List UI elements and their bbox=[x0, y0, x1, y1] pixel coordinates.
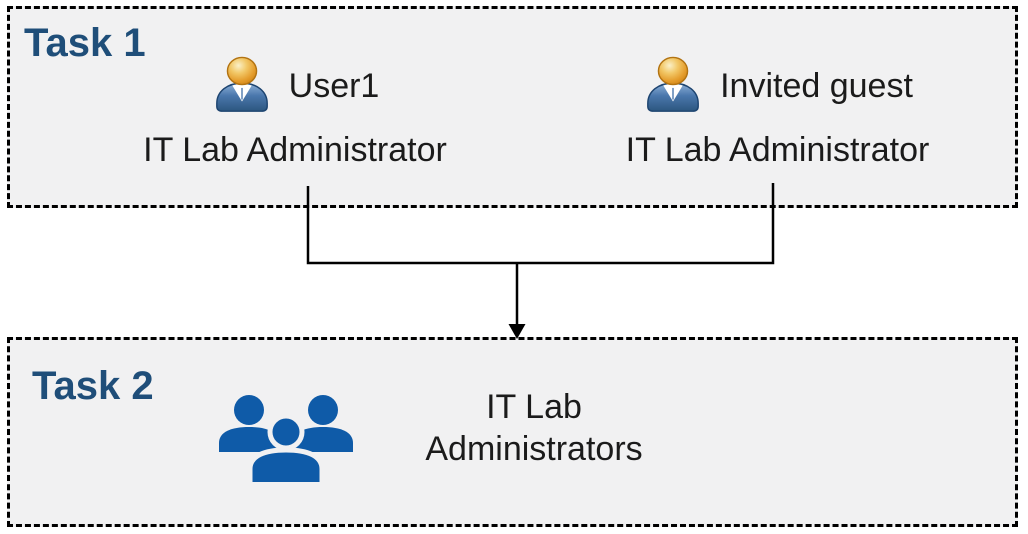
member-role: IT Lab Administrator bbox=[143, 131, 447, 169]
member-role: IT Lab Administrator bbox=[625, 131, 930, 169]
group-name: IT Lab Administrators bbox=[374, 386, 694, 470]
group-name-line1: IT Lab bbox=[486, 388, 582, 426]
member-invited-guest-row: Invited guest bbox=[642, 53, 913, 119]
member-user1-row: User1 bbox=[211, 53, 380, 119]
member-name: Invited guest bbox=[720, 67, 913, 105]
member-invited-guest: Invited guest IT Lab Administrator bbox=[545, 53, 1010, 167]
people-group-icon bbox=[216, 394, 356, 488]
member-user1: User1 IT Lab Administrator bbox=[60, 53, 530, 167]
task2-box: Task 2 IT Lab Administrators bbox=[7, 337, 1018, 527]
member-name: User1 bbox=[288, 67, 380, 105]
task2-label: Task 2 bbox=[32, 364, 154, 408]
task1-label: Task 1 bbox=[24, 21, 146, 65]
group-name-line2: Administrators bbox=[425, 430, 643, 468]
person-icon bbox=[211, 55, 273, 117]
task1-box: Task 1 User1 IT Lab Administrator bbox=[7, 6, 1018, 208]
person-icon bbox=[642, 55, 704, 117]
